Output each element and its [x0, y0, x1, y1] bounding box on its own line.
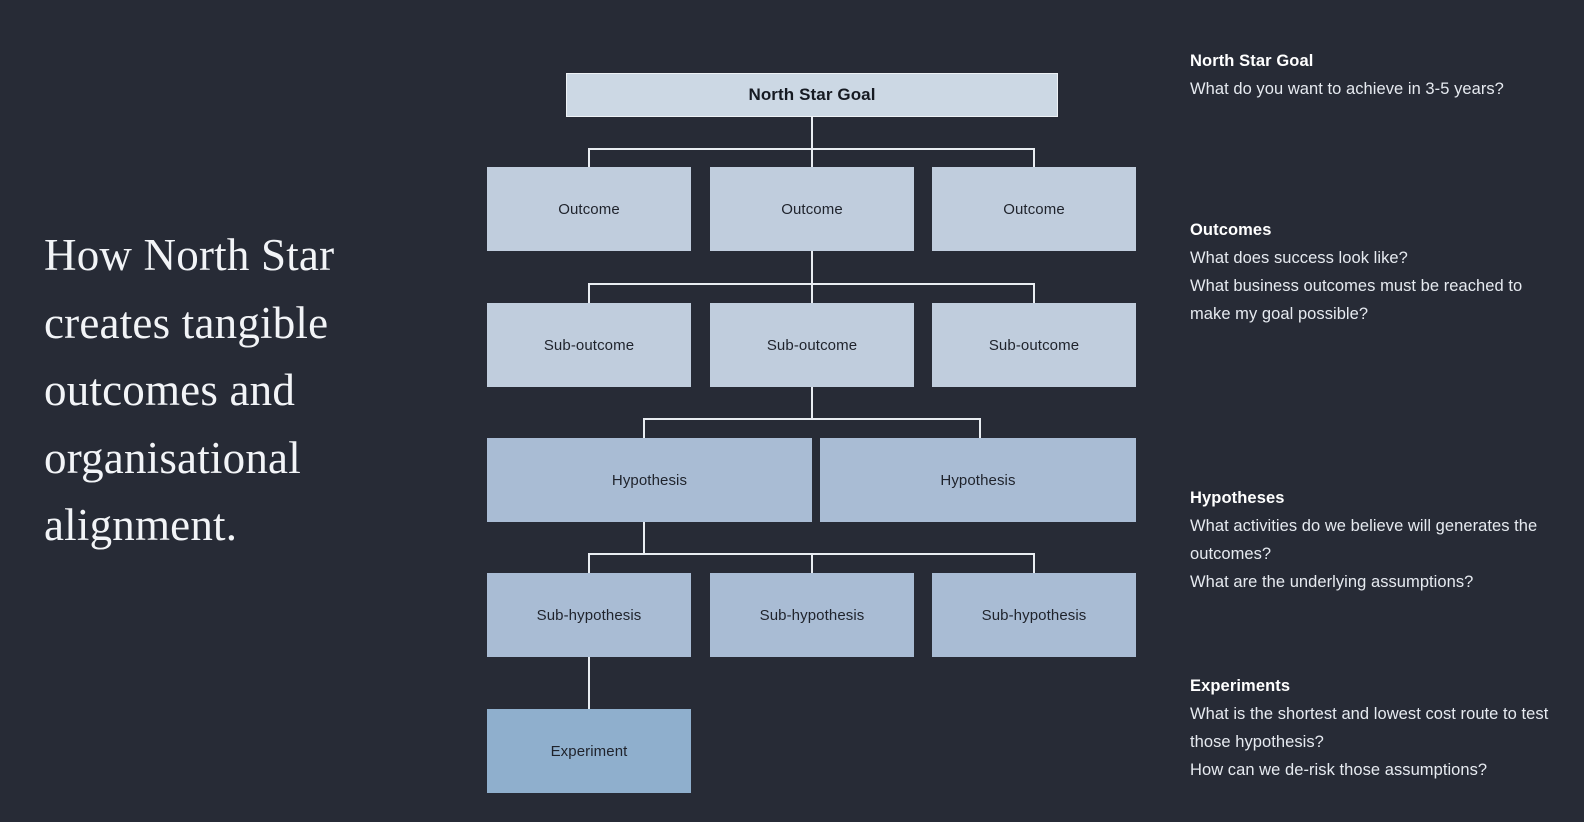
node-label: Sub-hypothesis [536, 606, 642, 624]
north-star-tree-diagram: North Star Goal Outcome Outcome Outcome … [487, 73, 1136, 793]
legend-line: What do you want to achieve in 3-5 years… [1190, 80, 1504, 98]
node-sub-outcome-2[interactable]: Sub-outcome [710, 303, 914, 387]
legend-line: How can we de-risk those assumptions? [1190, 761, 1488, 780]
node-label: Sub-hypothesis [981, 606, 1087, 624]
legend-title-experiments: Experiments [1190, 677, 1291, 695]
node-outcome-2[interactable]: Outcome [710, 167, 914, 251]
legend-title-outcomes: Outcomes [1190, 221, 1272, 239]
connector-hypothesis-drop-1 [643, 418, 645, 438]
connector-subhypothesis-drop-3 [1033, 553, 1035, 573]
node-label: Sub-outcome [988, 336, 1080, 354]
legend-line: What are the underlying assumptions? [1190, 573, 1474, 592]
connector-hypothesis-stem [643, 522, 645, 555]
node-experiment-1[interactable]: Experiment [487, 709, 691, 793]
legend-block-hypotheses: Hypotheses What activities do we believe… [1190, 489, 1550, 596]
node-sub-outcome-3[interactable]: Sub-outcome [932, 303, 1136, 387]
legend-block-north-star-goal: North Star Goal What do you want to achi… [1190, 52, 1550, 103]
legend-title-north-star-goal: North Star Goal [1190, 52, 1314, 70]
node-sub-hypothesis-1[interactable]: Sub-hypothesis [487, 573, 691, 657]
legend-line: What is the shortest and lowest cost rou… [1190, 705, 1549, 752]
connector-subhypothesis-drop-1 [588, 553, 590, 573]
node-sub-hypothesis-2[interactable]: Sub-hypothesis [710, 573, 914, 657]
node-sub-hypothesis-3[interactable]: Sub-hypothesis [932, 573, 1136, 657]
node-label: Outcome [781, 200, 843, 218]
node-label: Sub-outcome [766, 336, 858, 354]
connector-outcome-drop-3 [1033, 148, 1035, 168]
node-hypothesis-1[interactable]: Hypothesis [487, 438, 812, 522]
connector-experiment-stem [588, 657, 590, 709]
node-label: Sub-hypothesis [759, 606, 865, 624]
node-label: Outcome [558, 200, 620, 218]
legend-block-outcomes: Outcomes What does success look like? Wh… [1190, 221, 1550, 328]
connector-suboutcome-drop-3 [1033, 283, 1035, 303]
node-outcome-3[interactable]: Outcome [932, 167, 1136, 251]
connector-hypothesis-bar [643, 418, 981, 420]
legend-block-experiments: Experiments What is the shortest and low… [1190, 677, 1550, 784]
connector-suboutcome-drop-1 [588, 283, 590, 303]
connector-hypothesis-drop-2 [979, 418, 981, 438]
page-headline: How North Star creates tangible outcomes… [44, 230, 335, 550]
legend-line: What business outcomes must be reached t… [1190, 277, 1523, 324]
node-hypothesis-2[interactable]: Hypothesis [820, 438, 1136, 522]
connector-suboutcome-stem [811, 387, 813, 419]
connector-subhypothesis-drop-2 [811, 553, 813, 573]
node-label: Hypothesis [611, 471, 688, 489]
connector-suboutcome-drop-2 [811, 283, 813, 303]
legend-line: What does success look like? [1190, 249, 1408, 267]
node-north-star-goal[interactable]: North Star Goal [566, 73, 1058, 117]
node-label: Sub-outcome [543, 336, 635, 354]
connector-outcome-drop-1 [588, 148, 590, 168]
node-label: Hypothesis [940, 471, 1016, 489]
node-label: Outcome [1003, 200, 1065, 218]
node-label: Experiment [550, 742, 628, 760]
node-sub-outcome-1[interactable]: Sub-outcome [487, 303, 691, 387]
legend-line: What activities do we believe will gener… [1190, 517, 1538, 564]
legend-panel: North Star Goal What do you want to achi… [1190, 0, 1570, 822]
node-label: North Star Goal [748, 85, 876, 104]
legend-title-hypotheses: Hypotheses [1190, 489, 1285, 507]
connector-outcome-drop-2 [811, 148, 813, 168]
node-outcome-1[interactable]: Outcome [487, 167, 691, 251]
connector-root-stem [811, 117, 813, 150]
connector-outcome-stem [811, 251, 813, 284]
